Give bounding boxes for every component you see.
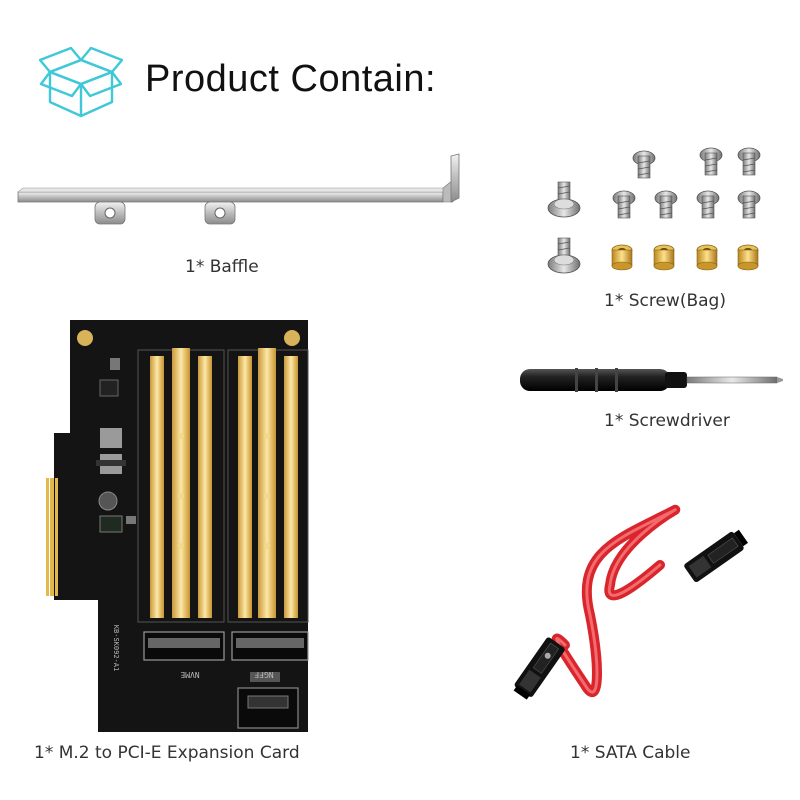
page-title: Product Contain: bbox=[145, 58, 437, 100]
screwdriver-caption: 1* Screwdriver bbox=[604, 411, 730, 431]
card-model-label: KB-SK092-A1 bbox=[112, 625, 120, 671]
screw-caption: 1* Screw(Bag) bbox=[604, 291, 726, 311]
baffle-bracket-image bbox=[17, 153, 460, 225]
sata-cable-caption: 1* SATA Cable bbox=[570, 743, 691, 763]
screw-bag-image bbox=[547, 147, 761, 274]
screwdriver-image bbox=[520, 368, 783, 392]
sata-cable-image bbox=[513, 504, 749, 700]
expansion-card-image: NVME NGFF KB-SK092-A1 bbox=[46, 320, 309, 732]
slot-label-ngff: NGFF bbox=[254, 670, 273, 679]
expansion-card-caption: 1* M.2 to PCI-E Expansion Card bbox=[34, 743, 300, 763]
baffle-caption: 1* Baffle bbox=[185, 257, 259, 277]
slot-label-nvme: NVME bbox=[180, 670, 199, 679]
box-icon bbox=[38, 46, 124, 118]
